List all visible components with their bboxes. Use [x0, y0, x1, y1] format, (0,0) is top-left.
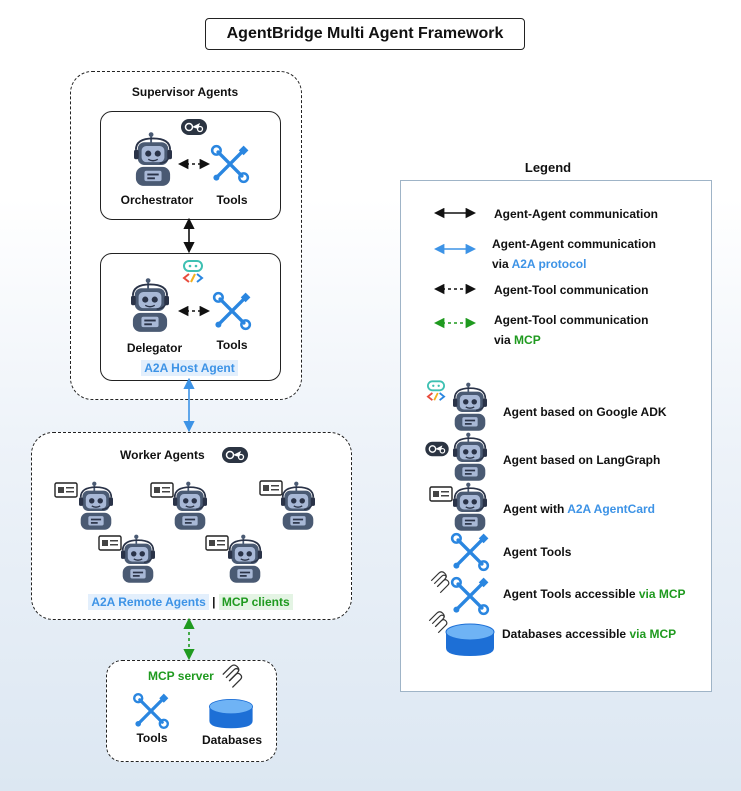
agentcard-icon [54, 482, 78, 498]
legend-agent-tool-mcp-1: Agent-Tool communication [494, 313, 649, 327]
agentcard-icon [205, 535, 229, 551]
mcp-icon [428, 611, 448, 634]
agentcard-icon [150, 482, 174, 498]
database-icon [208, 698, 254, 729]
langgraph-icon [424, 441, 450, 457]
robot-icon [452, 431, 488, 482]
robot-icon [452, 381, 488, 432]
diagram-title: AgentBridge Multi Agent Framework [205, 18, 525, 50]
adk-icon [183, 260, 203, 283]
mcp-icon [222, 664, 243, 689]
tools-icon [450, 575, 491, 616]
agentcard-icon [259, 480, 283, 496]
langgraph-icon [180, 118, 208, 136]
adk-icon [426, 380, 446, 402]
agentcard-icon [98, 535, 122, 551]
legend-agent-agent-a2a-1: Agent-Agent communication [492, 237, 656, 251]
legend-adk: Agent based on Google ADK [503, 405, 667, 419]
legend-box [400, 180, 712, 692]
legend-tools: Agent Tools [503, 545, 572, 559]
legend-agent-tool: Agent-Tool communication [494, 283, 649, 297]
robot-icon [120, 533, 156, 584]
tools-icon [210, 143, 251, 184]
delegator-tools-label: Tools [216, 338, 248, 352]
delegator-label: Delegator [126, 341, 183, 355]
orchestrator-tools-label: Tools [216, 193, 248, 207]
mcp-server-heading: MCP server [148, 669, 214, 683]
robot-icon [227, 533, 263, 584]
footer-separator: | [212, 595, 216, 609]
tools-icon [212, 290, 253, 331]
orchestrator-label: Orchestrator [120, 193, 194, 207]
worker-footer: A2A Remote Agents | MCP clients [31, 594, 350, 610]
agentcard-icon [429, 486, 453, 502]
langgraph-icon [221, 446, 249, 464]
robot-icon [133, 131, 173, 187]
legend-title: Legend [524, 160, 572, 175]
robot-icon [172, 480, 208, 531]
tools-icon [450, 531, 491, 572]
legend-agent-tool-mcp-2: via MCP [494, 333, 541, 347]
robot-icon [280, 480, 316, 531]
supervisor-heading: Supervisor Agents [131, 85, 239, 99]
legend-db-mcp: Databases accessible via MCP [502, 627, 677, 641]
a2a-remote-label: A2A Remote Agents [88, 594, 209, 610]
legend-agent-agent: Agent-Agent communication [494, 207, 658, 221]
mcp-tools-label: Tools [136, 731, 168, 745]
robot-icon [78, 480, 114, 531]
legend-agent-agent-a2a-2: via A2A protocol [492, 257, 587, 271]
tools-icon [132, 692, 170, 730]
legend-tools-mcp: Agent Tools accessible via MCP [503, 587, 686, 601]
robot-icon [452, 481, 488, 532]
mcp-clients-label: MCP clients [218, 594, 293, 610]
worker-heading: Worker Agents [120, 448, 205, 462]
legend-agentcard: Agent with A2A AgentCard [503, 502, 656, 516]
database-icon [445, 623, 495, 657]
legend-langgraph: Agent based on LangGraph [503, 453, 661, 467]
robot-icon [130, 277, 170, 333]
mcp-db-label: Databases [201, 733, 263, 747]
mcp-icon [430, 571, 450, 594]
a2a-host-label: A2A Host Agent [100, 360, 279, 376]
